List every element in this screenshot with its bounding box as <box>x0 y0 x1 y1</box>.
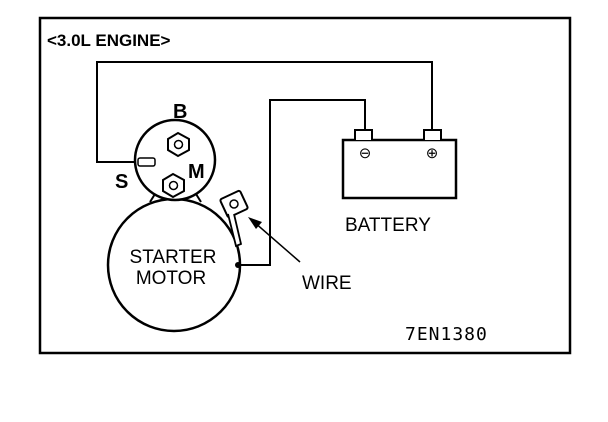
wire-label: WIRE <box>302 273 352 294</box>
terminal-b-label: B <box>173 101 187 123</box>
starter-motor-label-line1: STARTER <box>130 247 217 268</box>
terminal-b-stud <box>173 139 184 150</box>
solenoid <box>133 118 217 202</box>
battery-label: BATTERY <box>345 215 431 236</box>
starter-motor-label-line2: MOTOR <box>136 268 206 289</box>
terminal-b-nut <box>167 131 190 158</box>
battery-negative-symbol: ⊖ <box>359 145 372 162</box>
wire-s-to-battery-positive <box>96 61 433 163</box>
ground-bracket-bolt <box>229 199 239 209</box>
terminal-m-label: M <box>188 161 205 183</box>
wire-junction-dot <box>235 262 241 268</box>
battery-negative-post <box>354 129 373 140</box>
wire-motor-to-battery-negative <box>238 99 366 266</box>
wire-callout-leader <box>253 221 301 263</box>
figure-code: 7EN1380 <box>405 324 488 345</box>
battery-positive-symbol: ⊕ <box>426 145 439 162</box>
battery-case <box>341 138 458 200</box>
diagram-frame <box>38 16 572 355</box>
battery-positive-post <box>423 129 442 140</box>
diagram-title: <3.0L ENGINE> <box>47 31 171 50</box>
wire-callout-arrowhead <box>248 217 262 229</box>
ground-bracket <box>219 189 249 219</box>
terminal-m-nut <box>162 172 185 199</box>
terminal-m-stud <box>168 180 179 191</box>
terminal-s-label: S <box>115 171 128 193</box>
ground-strap <box>227 213 243 248</box>
terminal-s-blade <box>137 157 156 167</box>
